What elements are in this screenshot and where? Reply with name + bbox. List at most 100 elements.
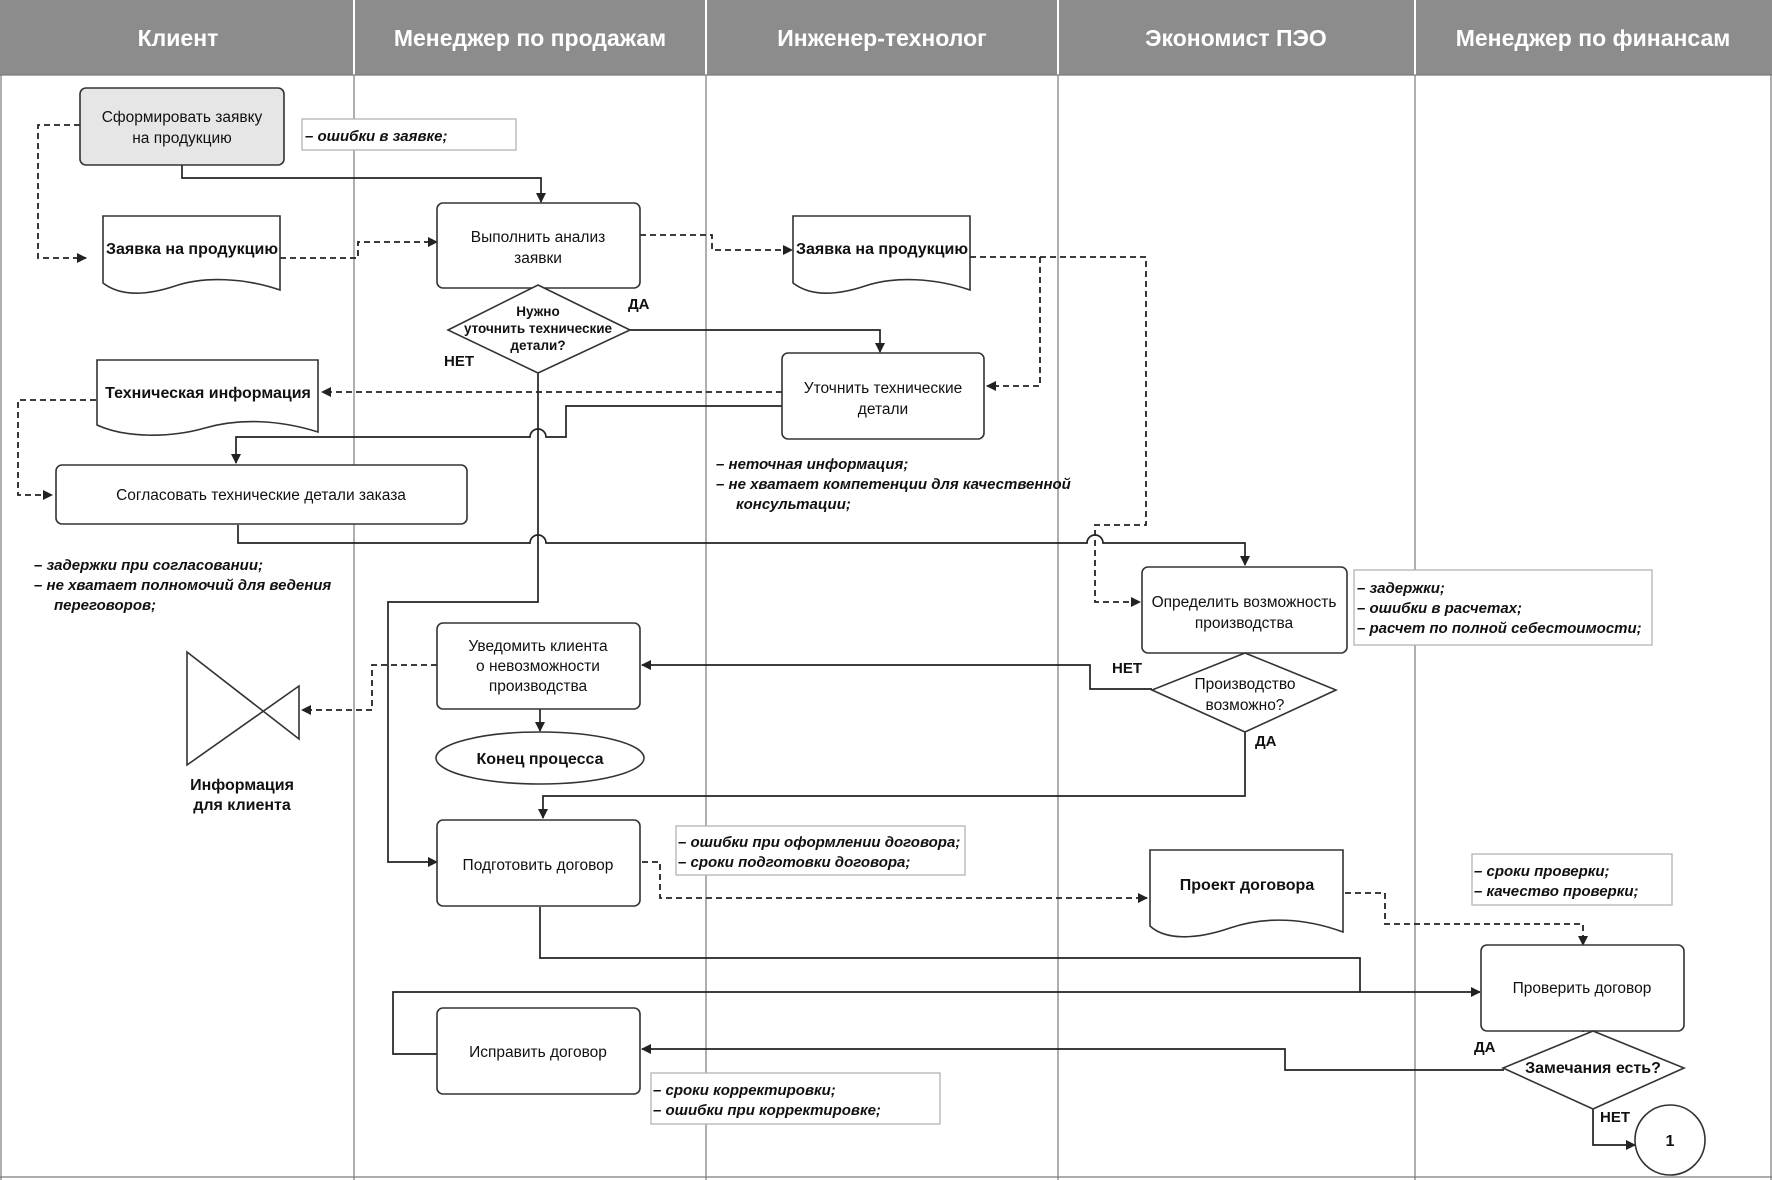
- svg-text:Определить возможность: Определить возможность: [1152, 594, 1337, 611]
- terminator-end-process: Конец процесса: [435, 731, 645, 785]
- flow-form-to-analyze: [181, 165, 546, 203]
- flow-engineer-doc-to-determine: [1040, 256, 1147, 607]
- document-draft-contract: Проект договора: [1149, 849, 1344, 938]
- process-fix-contract: Исправить договор: [436, 1007, 641, 1095]
- svg-text:Сформировать заявку: Сформировать заявку: [102, 109, 263, 126]
- svg-text:Проверить договор: Проверить договор: [1513, 980, 1652, 997]
- lane-finance-title: Менеджер по финансам: [1456, 25, 1731, 51]
- document-tech-info: Техническая информация: [96, 359, 319, 436]
- svg-text:– качество проверки;: – качество проверки;: [1474, 883, 1638, 900]
- process-form-request: Сформировать заявку на продукцию: [79, 87, 285, 166]
- svg-text:– не хватает компетенции для к: – не хватает компетенции для качественно…: [716, 476, 1071, 493]
- lane-headers: Клиент Менеджер по продажам Инженер-техн…: [0, 0, 1772, 75]
- svg-text:возможно?: возможно?: [1206, 697, 1285, 714]
- flow-agree-to-determine: [237, 525, 1250, 566]
- svg-text:– сроки проверки;: – сроки проверки;: [1474, 863, 1610, 880]
- svg-text:– сроки корректировки;: – сроки корректировки;: [653, 1082, 836, 1099]
- svg-text:Исправить договор: Исправить договор: [469, 1044, 607, 1061]
- svg-text:– ошибки в заявке;: – ошибки в заявке;: [305, 128, 447, 145]
- flow-yes-to-clarify: [630, 329, 885, 353]
- svg-text:– расчет по полной себестоимос: – расчет по полной себестоимости;: [1357, 620, 1642, 637]
- decision-remarks: Замечания есть?: [1500, 1030, 1687, 1110]
- svg-text:производства: производства: [489, 678, 588, 695]
- flow-analyze-to-engineer-doc: [640, 234, 793, 255]
- process-prepare-contract: Подготовить договор: [436, 819, 641, 907]
- flow-clarify-to-agree: [231, 405, 782, 464]
- label-no-clarify: НЕТ: [444, 353, 474, 370]
- label-no-remarks: НЕТ: [1600, 1109, 1630, 1126]
- flow-notify-to-info: [301, 664, 437, 715]
- svg-text:– задержки при согласовании;: – задержки при согласовании;: [34, 557, 263, 574]
- note-fix: – сроки корректировки; – ошибки при корр…: [650, 1072, 941, 1125]
- svg-text:консультации;: консультации;: [736, 496, 851, 513]
- process-determine-possibility: Определить возможность производства: [1141, 566, 1348, 654]
- flow-remarks-to-fix: [641, 1044, 1504, 1071]
- note-contract-prep: – ошибки при оформлении договора; – срок…: [675, 825, 966, 876]
- flow-possible-to-prepare: [538, 732, 1246, 819]
- info-for-client-symbol: Информация для клиента: [186, 650, 300, 814]
- process-notify-client: Уведомить клиента о невозможности произв…: [436, 622, 641, 710]
- connectors: [17, 124, 1636, 1150]
- flow-prepare-to-check: [539, 907, 1481, 997]
- note-request-errors: – ошибки в заявке;: [301, 118, 517, 151]
- label-no-possible: НЕТ: [1112, 660, 1142, 677]
- label-yes-clarify: ДА: [628, 296, 650, 313]
- svg-text:Техническая информация: Техническая информация: [105, 385, 311, 402]
- svg-text:Подготовить договор: Подготовить договор: [463, 857, 614, 874]
- decision-production-possible: Производство возможно?: [1149, 652, 1339, 733]
- flow-doc-to-analyze: [280, 237, 438, 259]
- svg-text:Информация: Информация: [190, 777, 294, 794]
- svg-text:Выполнить анализ: Выполнить анализ: [471, 229, 606, 246]
- offpage-connector-1: 1: [1634, 1104, 1706, 1176]
- svg-text:– не хватает полномочий для ве: – не хватает полномочий для ведения: [34, 577, 331, 594]
- decision-need-clarify: Нужно уточнить технические детали?: [446, 284, 632, 374]
- svg-text:1: 1: [1666, 1133, 1675, 1150]
- svg-text:Производство: Производство: [1194, 676, 1295, 693]
- svg-text:для клиента: для клиента: [193, 797, 291, 814]
- svg-text:на продукцию: на продукцию: [132, 130, 232, 147]
- process-analyze-request: Выполнить анализ заявки: [436, 202, 641, 289]
- lane-separators: [0, 74, 1772, 1180]
- svg-text:Замечания есть?: Замечания есть?: [1525, 1060, 1661, 1077]
- svg-text:Уточнить технические: Уточнить технические: [804, 380, 963, 397]
- svg-text:детали: детали: [858, 401, 908, 418]
- svg-text:– сроки подготовки договора;: – сроки подготовки договора;: [678, 854, 910, 871]
- svg-text:Заявка на продукцию: Заявка на продукцию: [106, 241, 278, 258]
- note-check: – сроки проверки; – качество проверки;: [1471, 853, 1673, 906]
- note-client-agree: – задержки при согласовании; – не хватае…: [34, 557, 331, 614]
- document-request-engineer: Заявка на продукцию: [792, 215, 971, 294]
- svg-text:Заявка на продукцию: Заявка на продукцию: [796, 241, 968, 258]
- svg-text:переговоров;: переговоров;: [54, 597, 156, 614]
- lane-client-title: Клиент: [138, 25, 219, 51]
- process-agree-tech: Согласовать технические детали заказа: [55, 464, 468, 525]
- svg-text:уточнить технические: уточнить технические: [464, 321, 613, 336]
- note-economist: – задержки; – ошибки в расчетах; – расче…: [1353, 569, 1653, 646]
- label-yes-possible: ДА: [1255, 733, 1277, 750]
- svg-text:Нужно: Нужно: [516, 304, 559, 319]
- flow-techinfo-to-agree: [17, 399, 96, 500]
- svg-text:Конец процесса: Конец процесса: [476, 751, 603, 768]
- svg-text:производства: производства: [1195, 615, 1294, 632]
- flow-prepare-to-draft: [642, 861, 1148, 903]
- svg-text:– ошибки при оформлении догово: – ошибки при оформлении договора;: [678, 834, 960, 851]
- svg-text:детали?: детали?: [510, 338, 565, 353]
- flow-notpossible-to-notify: [641, 660, 1152, 690]
- lane-engineer-title: Инженер-технолог: [777, 25, 986, 51]
- label-yes-remarks: ДА: [1474, 1039, 1496, 1056]
- lane-economist-title: Экономист ПЭО: [1145, 25, 1327, 51]
- svg-text:о невозможности: о невозможности: [476, 658, 600, 675]
- process-clarify-tech: Уточнить технические детали: [781, 352, 985, 440]
- process-check-contract: Проверить договор: [1480, 944, 1685, 1032]
- svg-text:– неточная информация;: – неточная информация;: [716, 456, 908, 473]
- svg-text:– ошибки в расчетах;: – ошибки в расчетах;: [1357, 600, 1522, 617]
- flow-engineer-doc-to-clarify: [970, 256, 1041, 391]
- svg-text:Проект договора: Проект договора: [1180, 877, 1315, 894]
- flow-form-to-doc: [37, 124, 87, 263]
- svg-text:– ошибки при корректировке;: – ошибки при корректировке;: [653, 1102, 881, 1119]
- svg-text:Согласовать технические детали: Согласовать технические детали заказа: [116, 487, 406, 504]
- svg-text:– задержки;: – задержки;: [1357, 580, 1445, 597]
- header-band: [0, 0, 1772, 75]
- document-request-client: Заявка на продукцию: [102, 215, 281, 294]
- flow-remarks-no-to-connector: [1592, 1109, 1636, 1150]
